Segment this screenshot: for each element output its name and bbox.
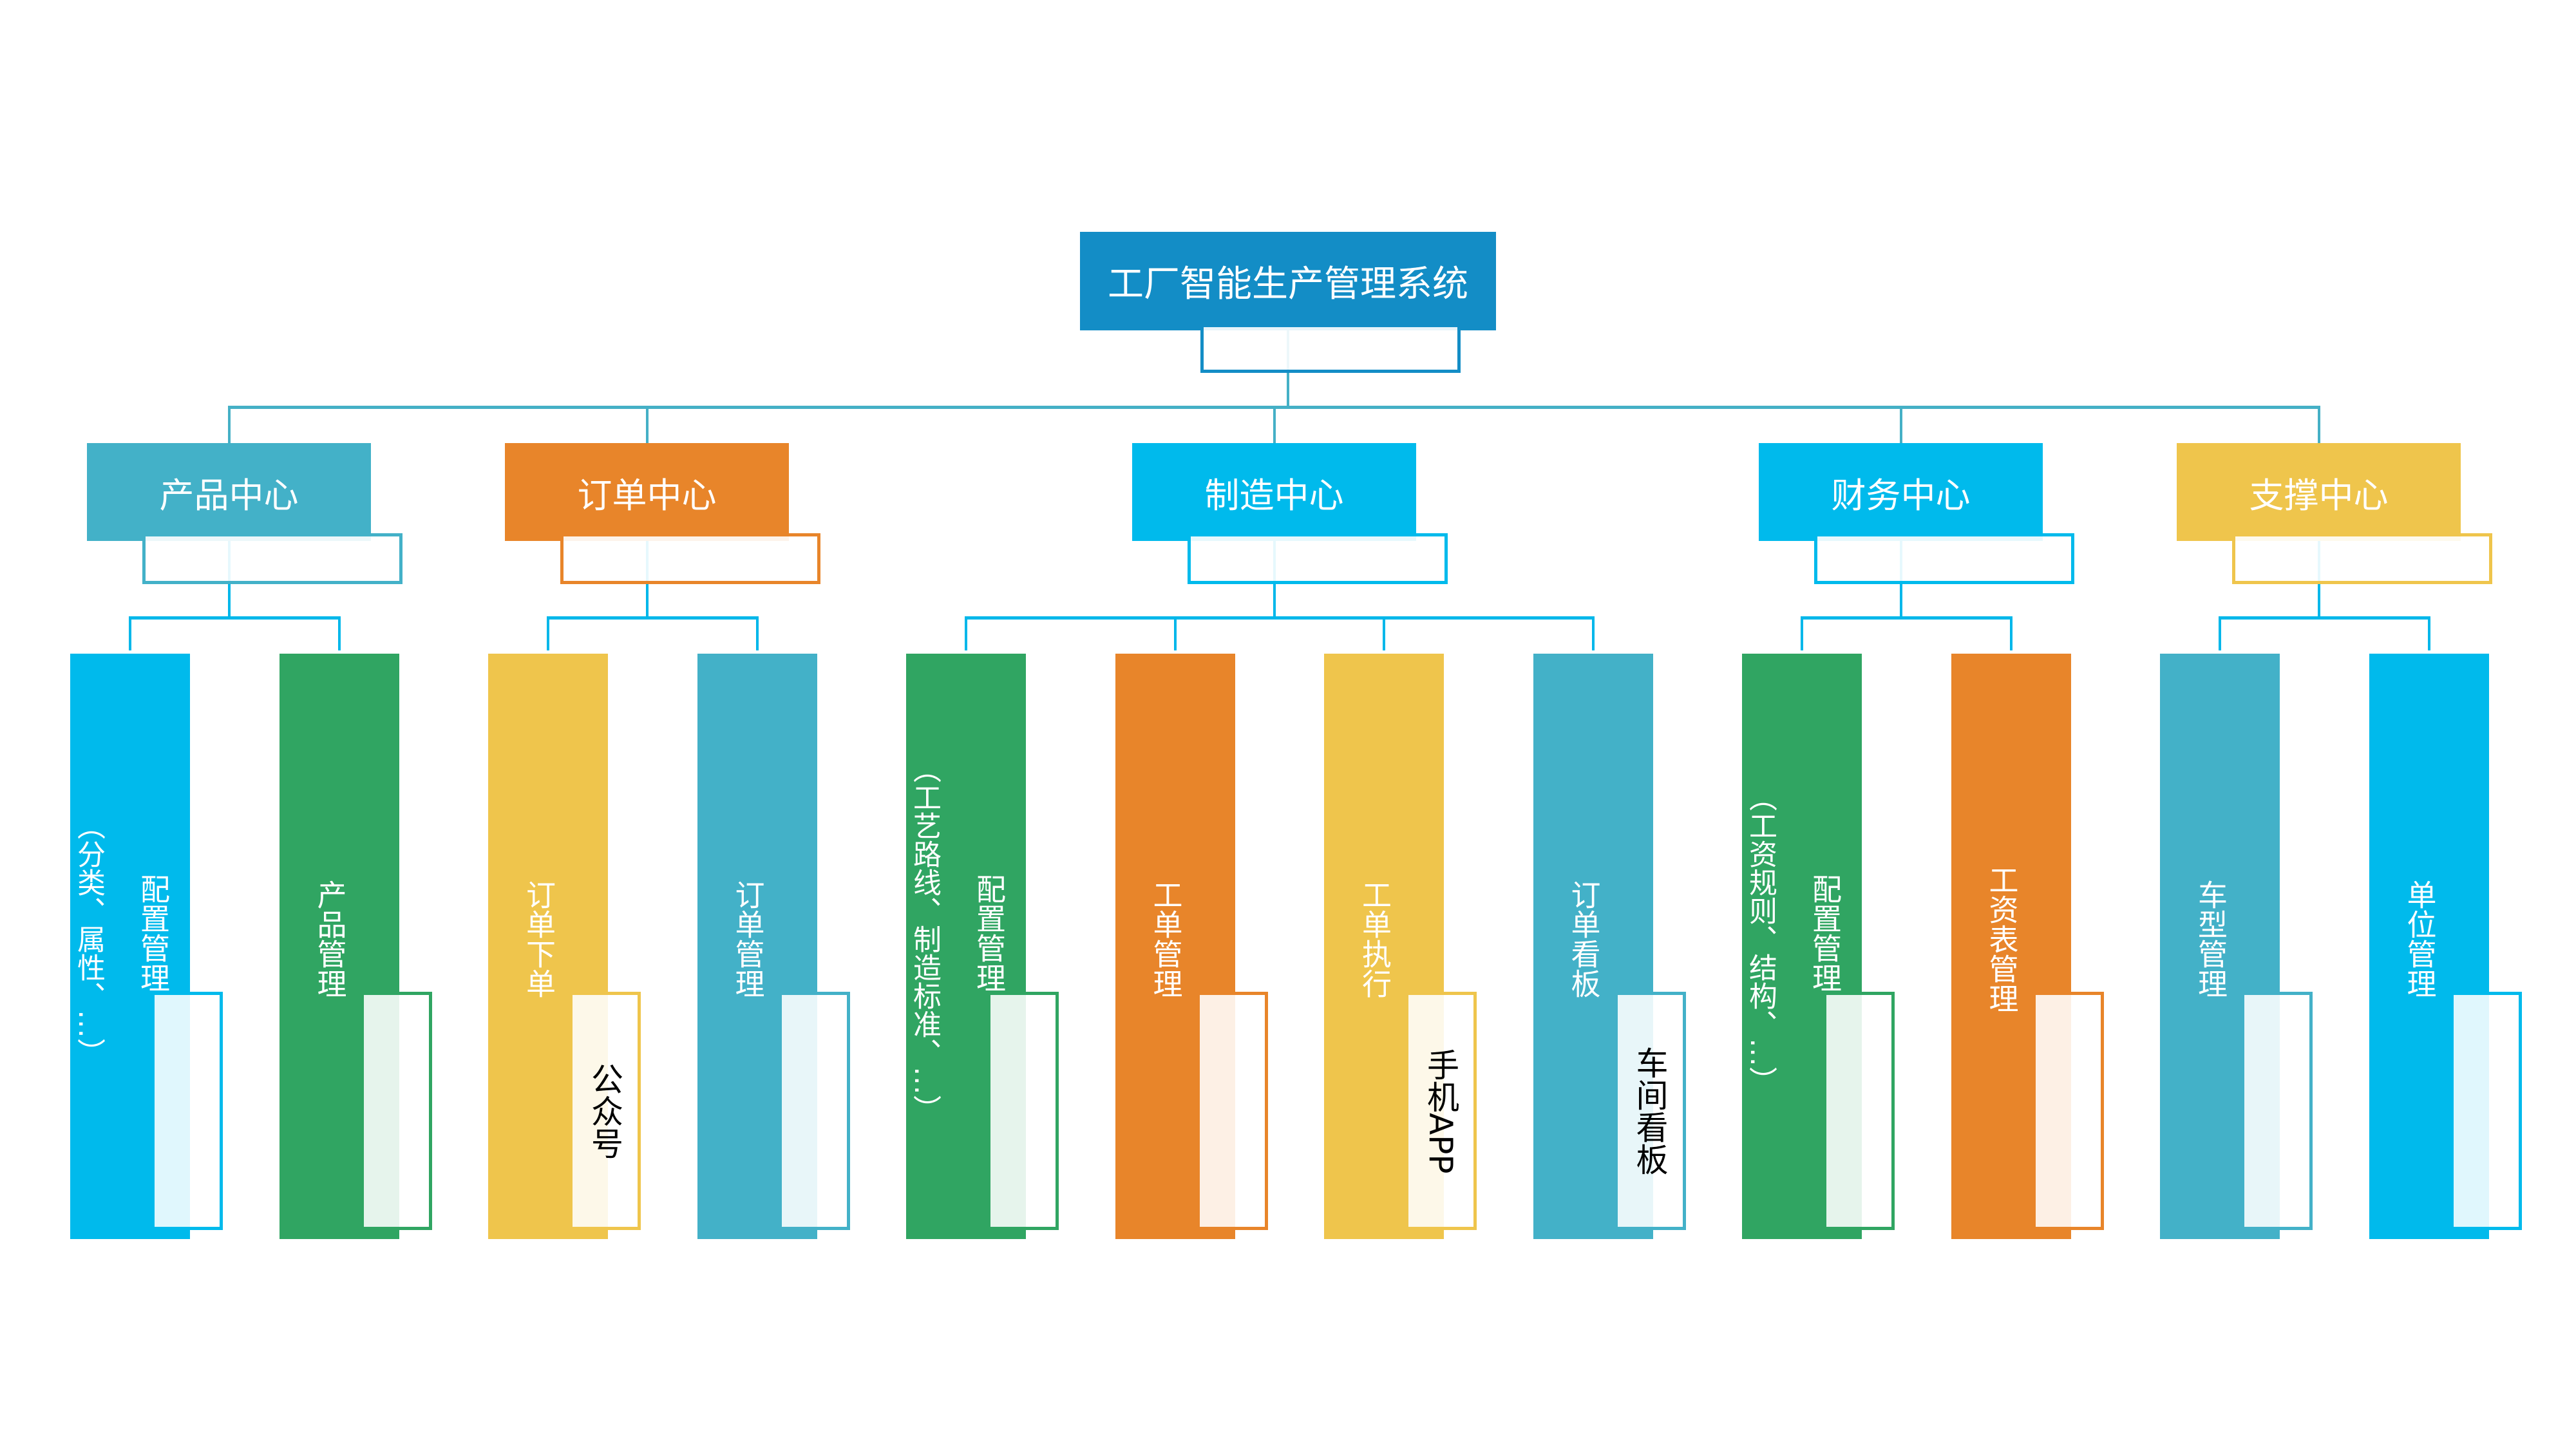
module-channel-note: 公众号 xyxy=(586,1063,623,1159)
center-node-1: 产品中心 xyxy=(87,443,371,541)
child-connector xyxy=(2427,617,2430,650)
child-connector xyxy=(547,617,549,650)
center-connector xyxy=(646,407,649,444)
module-label: 工单执行 xyxy=(1358,880,1392,998)
center-node-outline xyxy=(1188,533,1448,584)
module-outline-box xyxy=(778,992,850,1230)
module-description: （分类、属性、…） xyxy=(72,811,105,1066)
module-label: 订单管理 xyxy=(730,880,766,998)
module-label: 产品管理 xyxy=(312,880,348,998)
center-node-label: 支撑中心 xyxy=(2249,475,2389,516)
module-label: 订单看板 xyxy=(1566,880,1602,998)
module-description: （工资规则、结构、…） xyxy=(1744,783,1777,1095)
center-node-3: 制造中心 xyxy=(1132,443,1416,541)
module-label: 配置管理 xyxy=(1808,874,1842,992)
center-node-outline xyxy=(1814,533,2074,584)
branch-line xyxy=(965,616,1595,620)
branch-line xyxy=(129,616,341,620)
module-label: 配置管理 xyxy=(972,874,1007,992)
center-connector xyxy=(1273,407,1276,444)
child-connector xyxy=(1591,617,1595,650)
module-outline-box xyxy=(2450,992,2522,1230)
center-node-2: 订单中心 xyxy=(505,443,789,541)
child-connector xyxy=(1801,617,1803,650)
branch-line xyxy=(547,616,759,620)
center-connector xyxy=(2318,407,2320,444)
module-outline-box xyxy=(1405,992,1477,1230)
branch-line xyxy=(2219,616,2430,620)
module-outline-box xyxy=(1823,992,1895,1230)
child-connector xyxy=(337,617,341,650)
root-node-outline xyxy=(1200,324,1461,373)
root-title: 工厂智能生产管理系统 xyxy=(1108,263,1468,305)
module-description: （工艺路线、制造标准、…） xyxy=(908,755,941,1123)
module-label: 车型管理 xyxy=(2193,880,2228,998)
module-label: 单位管理 xyxy=(2402,880,2438,998)
module-label: 配置管理 xyxy=(136,874,171,992)
center-connector xyxy=(228,407,231,444)
center-node-outline xyxy=(2232,533,2492,584)
module-outline-box xyxy=(569,992,641,1230)
child-connector xyxy=(755,617,759,650)
child-connector xyxy=(965,617,967,650)
module-outline-box xyxy=(987,992,1059,1230)
module-outline-box xyxy=(1196,992,1268,1230)
child-connector xyxy=(2009,617,2012,650)
child-connector xyxy=(1383,617,1385,650)
module-outline-box xyxy=(1614,992,1686,1230)
center-node-label: 订单中心 xyxy=(577,475,717,516)
center-node-label: 财务中心 xyxy=(1831,475,1971,516)
child-connector xyxy=(1173,617,1177,650)
child-connector xyxy=(129,617,131,650)
center-node-5: 支撑中心 xyxy=(2177,443,2461,541)
center-node-label: 制造中心 xyxy=(1204,475,1344,516)
module-label: 工资表管理 xyxy=(1984,865,2020,1013)
child-connector xyxy=(2219,617,2221,650)
module-label: 工单管理 xyxy=(1148,880,1184,998)
center-node-label: 产品中心 xyxy=(159,475,299,516)
center-node-4: 财务中心 xyxy=(1759,443,2043,541)
module-outline-box xyxy=(2032,992,2104,1230)
module-channel-note: 车间看板 xyxy=(1631,1046,1669,1175)
module-channel-note: 手机APP xyxy=(1422,1048,1459,1174)
root-node: 工厂智能生产管理系统 xyxy=(1080,232,1496,330)
center-node-outline xyxy=(142,533,402,584)
center-connector xyxy=(1900,407,1902,444)
branch-line xyxy=(1801,616,2012,620)
module-outline-box xyxy=(2241,992,2313,1230)
module-label: 订单下单 xyxy=(522,880,556,998)
module-outline-box xyxy=(151,992,223,1230)
center-node-outline xyxy=(560,533,820,584)
module-outline-box xyxy=(360,992,432,1230)
